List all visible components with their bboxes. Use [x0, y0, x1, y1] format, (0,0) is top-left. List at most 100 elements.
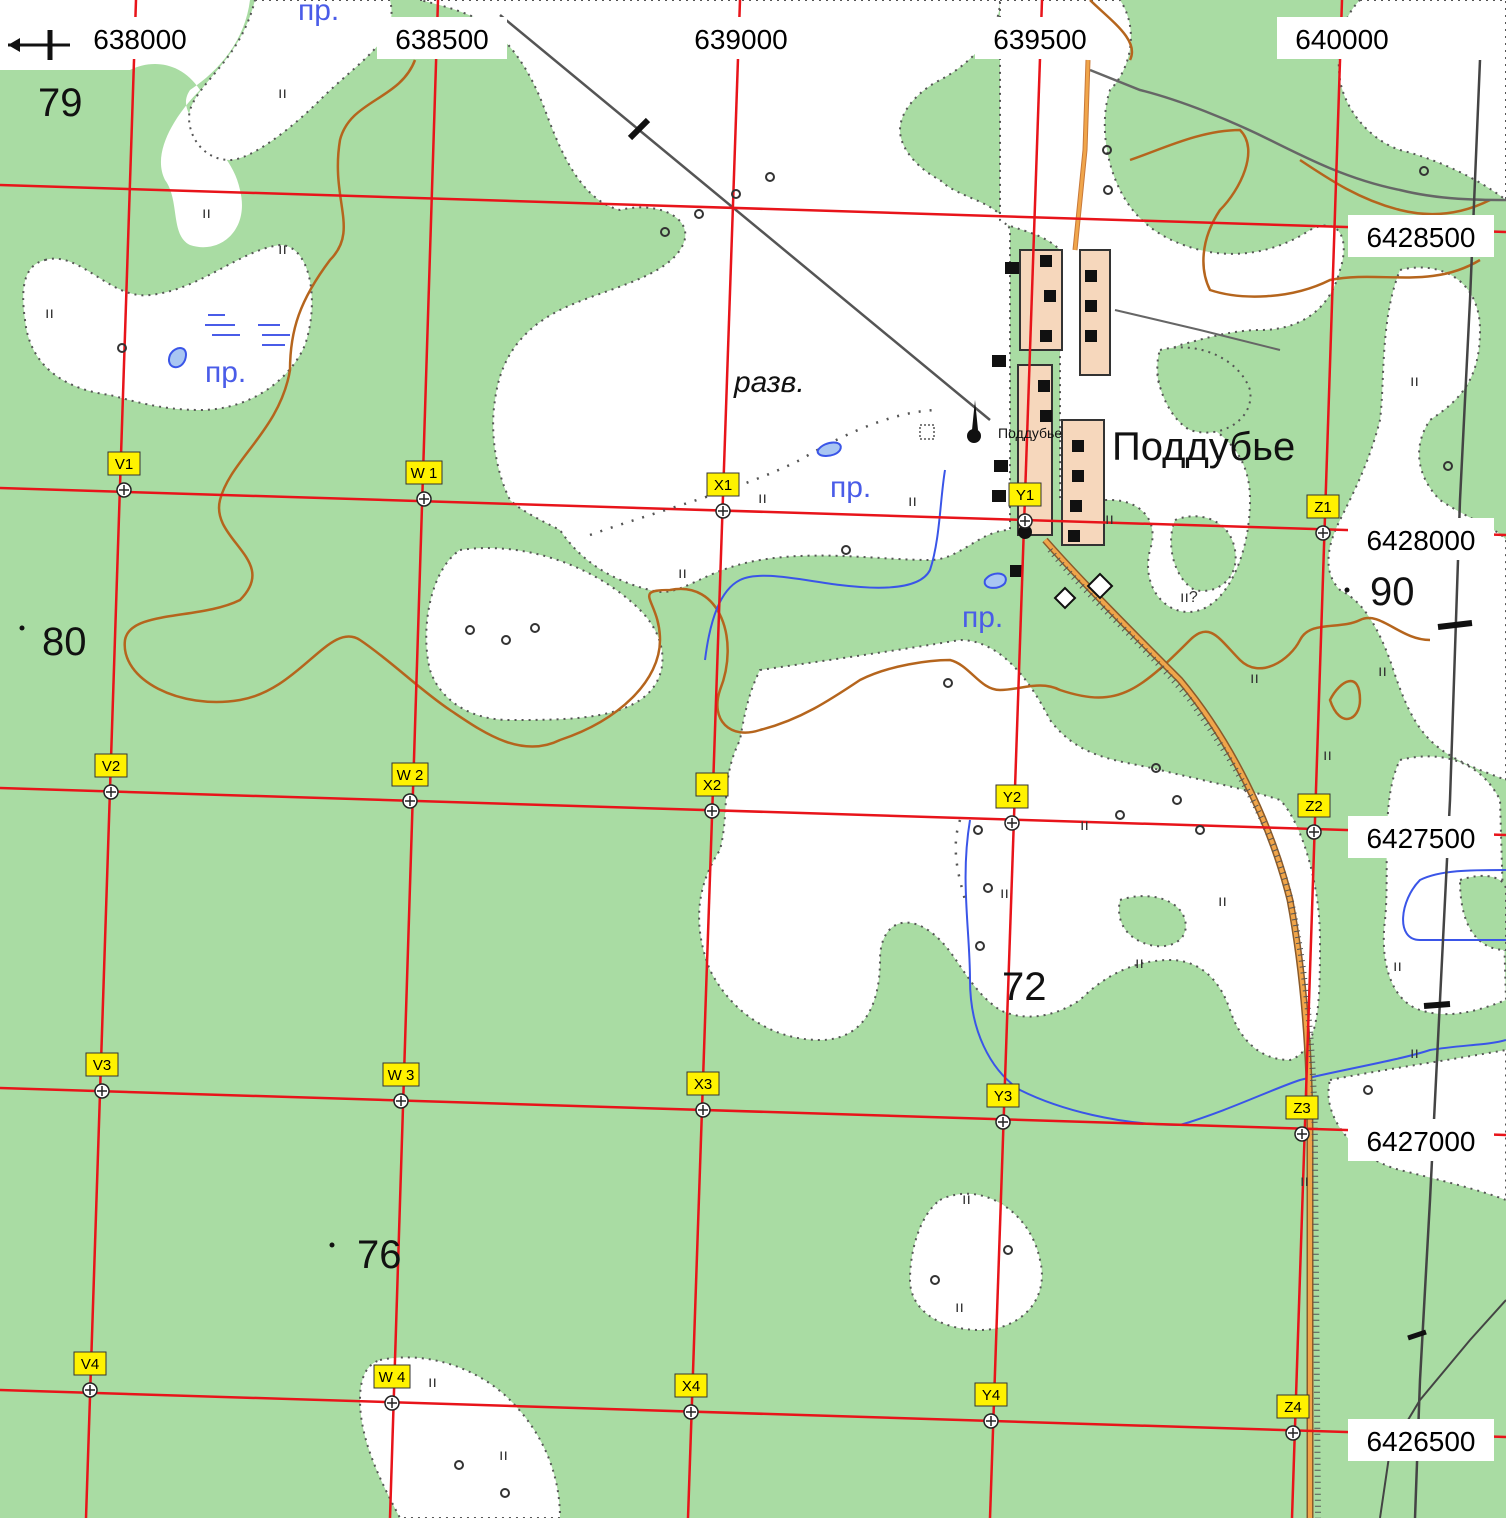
easting-label-638500: 638500: [377, 17, 507, 59]
northing-label-6426500: 6426500: [1348, 1419, 1494, 1461]
svg-text:ıı: ıı: [1080, 817, 1089, 834]
marker-tag-box: [405, 460, 443, 485]
grid-marker-z2[interactable]: Z2: [1297, 793, 1331, 840]
marker-tag-label: Z4: [1284, 1399, 1302, 1416]
svg-text:ıı: ıı: [1000, 885, 1009, 902]
marker-tag-box: [695, 772, 729, 797]
marker-tag-box: [674, 1373, 708, 1398]
elevation-90: 90: [1370, 570, 1415, 614]
grid-marker-w4[interactable]: W 4: [373, 1364, 411, 1411]
easting-label-639000: 639000: [676, 17, 806, 59]
grid-marker-y4[interactable]: Y4: [974, 1382, 1008, 1429]
svg-text:6426500: 6426500: [1366, 1426, 1475, 1457]
marker-tag-label: Y4: [982, 1387, 1000, 1404]
grid-marker-x2[interactable]: X2: [695, 772, 729, 819]
grid-marker-v1[interactable]: V1: [107, 451, 141, 498]
marker-tag-box: [1297, 793, 1331, 818]
grid-line-e640000: [1290, 0, 1344, 1518]
small-symbols: [8, 30, 1473, 1341]
marker-tag-box: [391, 762, 429, 787]
svg-text:ıı: ıı: [202, 205, 211, 222]
grid-marker-z3[interactable]: Z3: [1285, 1095, 1319, 1142]
marker-tag-label: V4: [81, 1356, 99, 1373]
grid-marker-v3[interactable]: V3: [85, 1052, 119, 1099]
settlement-name: Поддубье: [1112, 425, 1295, 469]
svg-text:ıı: ıı: [1300, 1173, 1309, 1190]
grid-marker-y1[interactable]: Y1: [1008, 482, 1042, 529]
grid-line-e638500: [388, 0, 440, 1518]
svg-text:ıı: ıı: [1135, 955, 1144, 972]
marker-tag-box: [1306, 494, 1340, 519]
grid-marker-y2[interactable]: Y2: [995, 784, 1029, 831]
northing-label-6428500: 6428500: [1348, 215, 1494, 257]
marker-tag-box: [1008, 482, 1042, 507]
grid-line-n6427500: [0, 786, 1506, 837]
svg-text:ıı?: ıı?: [1180, 589, 1198, 606]
svg-text:ıı: ıı: [955, 1299, 964, 1316]
svg-text:ıı: ıı: [1410, 1045, 1419, 1062]
marker-tag-box: [986, 1083, 1020, 1108]
marker-tag-label: W 1: [411, 465, 438, 482]
svg-text:ıı: ıı: [962, 1191, 971, 1208]
svg-text:ıı: ıı: [428, 1374, 437, 1391]
marker-tag-label: Z2: [1305, 798, 1323, 815]
grid-line-n6427000: [0, 1086, 1506, 1137]
svg-text:ıı: ıı: [1218, 893, 1227, 910]
grid-marker-x4[interactable]: X4: [674, 1373, 708, 1420]
grid-line-n6428000: [0, 486, 1506, 537]
svg-text:6428000: 6428000: [1366, 525, 1475, 556]
grid-marker-z4[interactable]: Z4: [1276, 1394, 1310, 1441]
grid-marker-v2[interactable]: V2: [94, 753, 128, 800]
elevation-76: 76: [357, 1233, 402, 1277]
svg-text:ıı: ıı: [1323, 747, 1332, 764]
marker-tag-box: [107, 451, 141, 476]
marker-tag-label: X2: [703, 777, 721, 794]
grid-marker-v4[interactable]: V4: [73, 1351, 107, 1398]
marker-tag-label: V2: [102, 758, 120, 775]
northing-label-6428000: 6428000: [1348, 518, 1494, 560]
marker-tag-box: [1276, 1394, 1310, 1419]
grid-marker-x1[interactable]: X1: [706, 472, 740, 519]
grid-line-n6428500: [0, 183, 1506, 234]
marker-tag-box: [974, 1382, 1008, 1407]
marker-tag-label: Y2: [1003, 789, 1021, 806]
marker-tag-box: [382, 1062, 420, 1087]
marker-tag-label: X4: [682, 1378, 700, 1395]
elevation-72: 72: [1002, 965, 1047, 1009]
grid-marker-w1[interactable]: W 1: [405, 460, 443, 507]
marker-tag-box: [686, 1071, 720, 1096]
marker-tag-box: [85, 1052, 119, 1077]
marker-tag-box: [995, 784, 1029, 809]
marker-tag-box: [94, 753, 128, 778]
grid-line-n6426500: [0, 1388, 1506, 1439]
grid-marker-z1[interactable]: Z1: [1306, 494, 1340, 541]
marker-tag-label: Y1: [1016, 487, 1034, 504]
label-pr-2: пр.: [830, 471, 871, 504]
label-razv: разв.: [733, 366, 805, 399]
marker-tag-label: W 3: [388, 1067, 415, 1084]
label-pr-3: пр.: [962, 601, 1003, 634]
svg-text:640000: 640000: [1295, 24, 1388, 55]
grid-marker-w2[interactable]: W 2: [391, 762, 429, 809]
dotted-tracks: [589, 408, 967, 901]
elevation-79: 79: [38, 81, 83, 125]
forest-patches: [1118, 346, 1506, 952]
marker-tag-box: [73, 1351, 107, 1376]
easting-label-639500: 639500: [975, 17, 1105, 59]
contour-lines: [123, 0, 1491, 748]
grid-marker-w3[interactable]: W 3: [382, 1062, 420, 1109]
svg-text:ıı: ıı: [678, 565, 687, 582]
svg-text:ıı: ıı: [1393, 958, 1402, 975]
svg-text:6427000: 6427000: [1366, 1126, 1475, 1157]
svg-text:ıı: ıı: [1378, 663, 1387, 680]
grid-marker-x3[interactable]: X3: [686, 1071, 720, 1118]
marker-tag-label: X3: [694, 1076, 712, 1093]
grid-marker-y3[interactable]: Y3: [986, 1083, 1020, 1130]
svg-text:638500: 638500: [395, 24, 488, 55]
grid-line-e639000: [686, 0, 742, 1518]
